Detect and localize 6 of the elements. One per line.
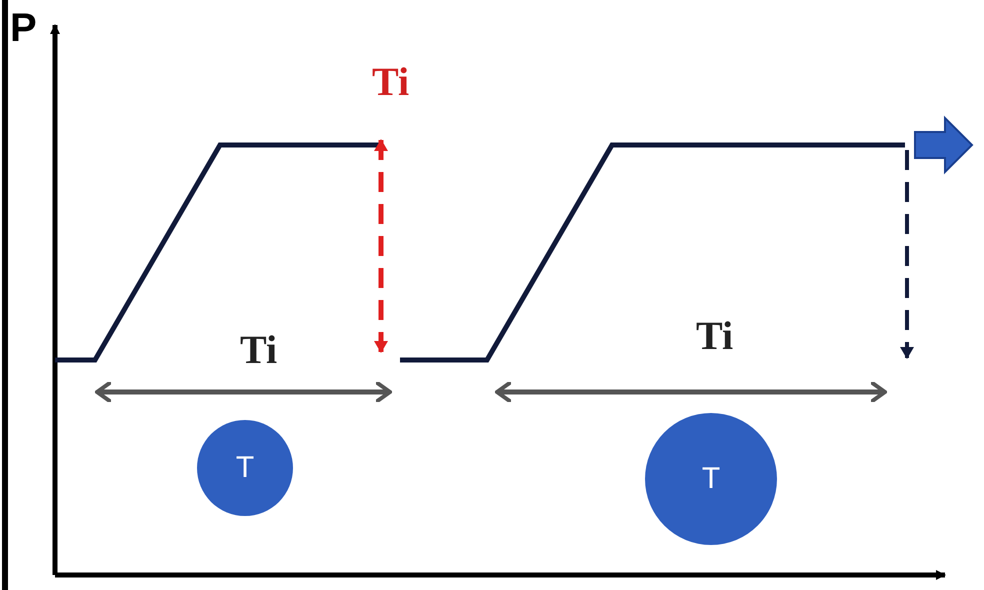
axis-label: P [10,8,37,48]
interval-label: Ti [372,62,410,102]
marker-label: T [236,451,254,485]
marker-label: T [702,462,720,496]
interval-label: Ti [696,316,734,356]
interval-label: Ti [240,330,278,370]
